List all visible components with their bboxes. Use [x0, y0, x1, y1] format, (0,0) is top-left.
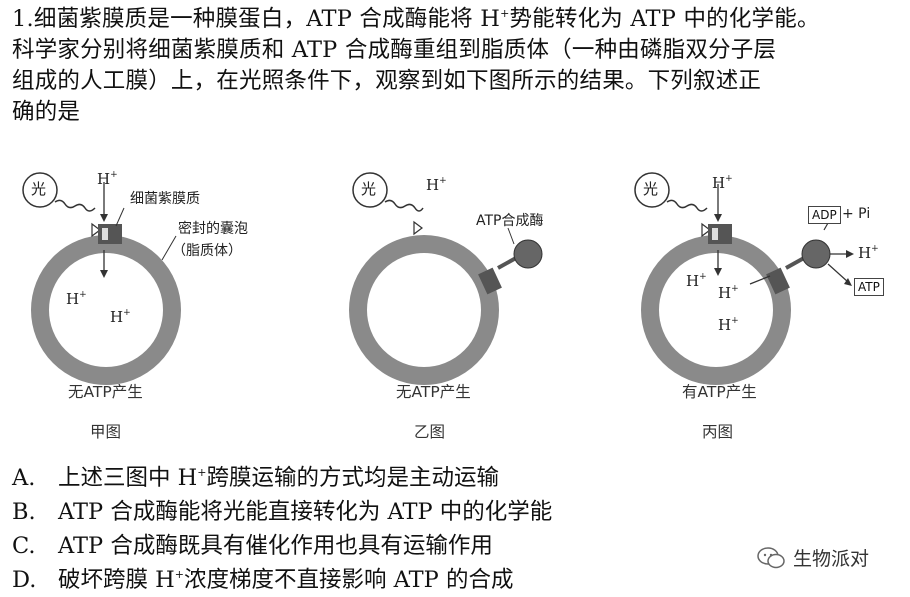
atp-synthase-stalk — [766, 267, 790, 295]
option-a-text-cont: 跨膜运输的方式均是主动运输 — [206, 465, 500, 491]
result-caption-yi: 无ATP产生 — [396, 383, 471, 401]
option-b[interactable]: B. ATP 合成酶能将光能直接转化为 ATP 中的化学能 — [12, 497, 552, 527]
question-line-1b: 势能转化为 ATP 中的化学能。 — [509, 6, 820, 32]
proton-label-outside: H+ — [712, 174, 733, 192]
proton-arrowhead-down — [714, 268, 722, 276]
adp-box: ADP — [808, 206, 841, 224]
vesicle-diagram-bing — [634, 172, 854, 385]
option-d[interactable]: D. 破坏跨膜 H+浓度梯度不直接影响 ATP 的合成 — [12, 565, 513, 595]
light-wave — [54, 199, 96, 212]
light-arrowhead — [413, 220, 423, 236]
chat-bubble-icon — [757, 546, 785, 568]
option-d-text-cont: 浓度梯度不直接影响 ATP 的合成 — [184, 567, 514, 593]
option-b-letter: B. — [12, 499, 36, 525]
light-circle — [22, 172, 58, 208]
atp-synthase-label: ATP合成酶 — [476, 213, 544, 229]
question-stem: 1.细菌紫膜质是一种膜蛋白，ATP 合成酶能将 H+势能转化为 ATP 中的化学… — [12, 4, 904, 128]
proton-label-released: H+ — [858, 244, 879, 262]
protein-channel — [102, 228, 108, 240]
proton-label-inside-2: H+ — [110, 308, 131, 326]
bacteriorhodopsin-protein — [98, 224, 122, 244]
figure-panel-jia: 光 H+ 细菌紫膜质 密封的囊泡 （脂质体） H+ H+ 无ATP产生 甲图 — [0, 160, 300, 460]
liposome-membrane — [349, 235, 499, 385]
light-arrowhead — [701, 222, 711, 238]
light-circle — [634, 172, 670, 208]
proton-label-inside-3: H+ — [718, 316, 739, 334]
question-line-3: 组成的人工膜）上，在光照条件下，观察到如下图所示的结果。下列叙述正 — [12, 68, 762, 94]
option-d-letter: D. — [12, 567, 37, 593]
atp-arrowhead — [844, 278, 852, 286]
option-c[interactable]: C. ATP 合成酶既具有催化作用也具有运输作用 — [12, 531, 493, 561]
atp-arrow — [827, 263, 849, 283]
light-label: 光 — [31, 180, 47, 198]
liposome-membrane — [641, 235, 791, 385]
atp-synthase-neck — [497, 256, 517, 270]
result-caption-jia: 无ATP产生 — [68, 383, 143, 401]
liposome-label: （脂质体） — [172, 243, 242, 259]
vesicle-label: 密封的囊泡 — [178, 221, 248, 237]
question-line-1: 1.细菌紫膜质是一种膜蛋白，ATP 合成酶能将 H+势能转化为 ATP 中的化学… — [12, 4, 904, 35]
leader-line-protein — [115, 207, 125, 227]
question-line-1a: 1.细菌紫膜质是一种膜蛋白，ATP 合成酶能将 H — [12, 6, 501, 32]
light-circle — [352, 172, 388, 208]
watermark-text: 生物派对 — [793, 548, 870, 570]
bacteriorhodopsin-protein — [708, 224, 732, 244]
option-a-letter: A. — [12, 465, 36, 491]
panel-name-bing: 丙图 — [702, 423, 734, 441]
proton-arrowhead-down — [100, 270, 108, 278]
proton-label-inside-1: H+ — [66, 290, 87, 308]
proton-release-arrowhead — [846, 250, 854, 258]
option-a-text: 上述三图中 H — [58, 465, 198, 491]
proton-label-inside-1: H+ — [686, 272, 707, 290]
result-caption-bing: 有ATP产生 — [682, 383, 757, 401]
figure-panel-yi: 光 H+ ATP合成酶 无ATP产生 乙图 — [318, 160, 618, 460]
atp-synthase-head — [513, 239, 543, 269]
option-b-text: ATP 合成酶能将光能直接转化为 ATP 中的化学能 — [58, 499, 553, 525]
proton-arrowhead-in — [100, 214, 108, 222]
atp-synthase-head — [801, 239, 831, 269]
liposome-membrane — [31, 235, 181, 385]
option-c-letter: C. — [12, 533, 36, 559]
panel-name-yi: 乙图 — [414, 423, 446, 441]
light-label: 光 — [643, 180, 659, 198]
proton-label-inside-2: H+ — [718, 284, 739, 302]
option-d-text: 破坏跨膜 H — [58, 567, 175, 593]
light-wave — [384, 199, 424, 212]
atp-synthase-neck — [785, 256, 805, 270]
option-c-text: ATP 合成酶既具有催化作用也具有运输作用 — [58, 533, 493, 559]
superscript-plus: + — [174, 568, 184, 581]
light-arrowhead — [91, 222, 101, 238]
atp-synthase-stalk — [478, 267, 502, 295]
superscript-plus: + — [197, 466, 207, 479]
proton-arrow-out — [749, 275, 771, 285]
proton-label-outside: H+ — [426, 176, 447, 194]
superscript-plus: + — [500, 7, 510, 20]
light-wave — [666, 199, 708, 212]
question-line-2: 科学家分别将细菌紫膜质和 ATP 合成酶重组到脂质体（一种由磷脂双分子层 — [12, 37, 777, 63]
vesicle-diagram-jia — [22, 172, 181, 385]
leader-line-vesicle — [161, 235, 177, 261]
question-line-4: 确的是 — [12, 99, 81, 125]
protein-channel — [712, 228, 718, 240]
atp-box: ATP — [854, 278, 884, 296]
watermark: 生物派对 — [757, 544, 869, 571]
panel-name-jia: 甲图 — [90, 423, 122, 441]
figure-panel-bing: 光 H+ ADP + Pi H+ ATP H+ H+ H+ 有ATP产生 丙图 — [610, 160, 910, 460]
light-label: 光 — [361, 180, 377, 198]
proton-arrowhead-in — [714, 214, 722, 222]
vesicle-diagram-yi — [349, 172, 543, 385]
leader-line-synthase — [507, 227, 515, 245]
pi-label: + Pi — [842, 206, 871, 222]
purple-membrane-label: 细菌紫膜质 — [130, 191, 200, 207]
option-a[interactable]: A. 上述三图中 H+跨膜运输的方式均是主动运输 — [12, 463, 499, 493]
proton-label-outside: H+ — [97, 170, 118, 188]
